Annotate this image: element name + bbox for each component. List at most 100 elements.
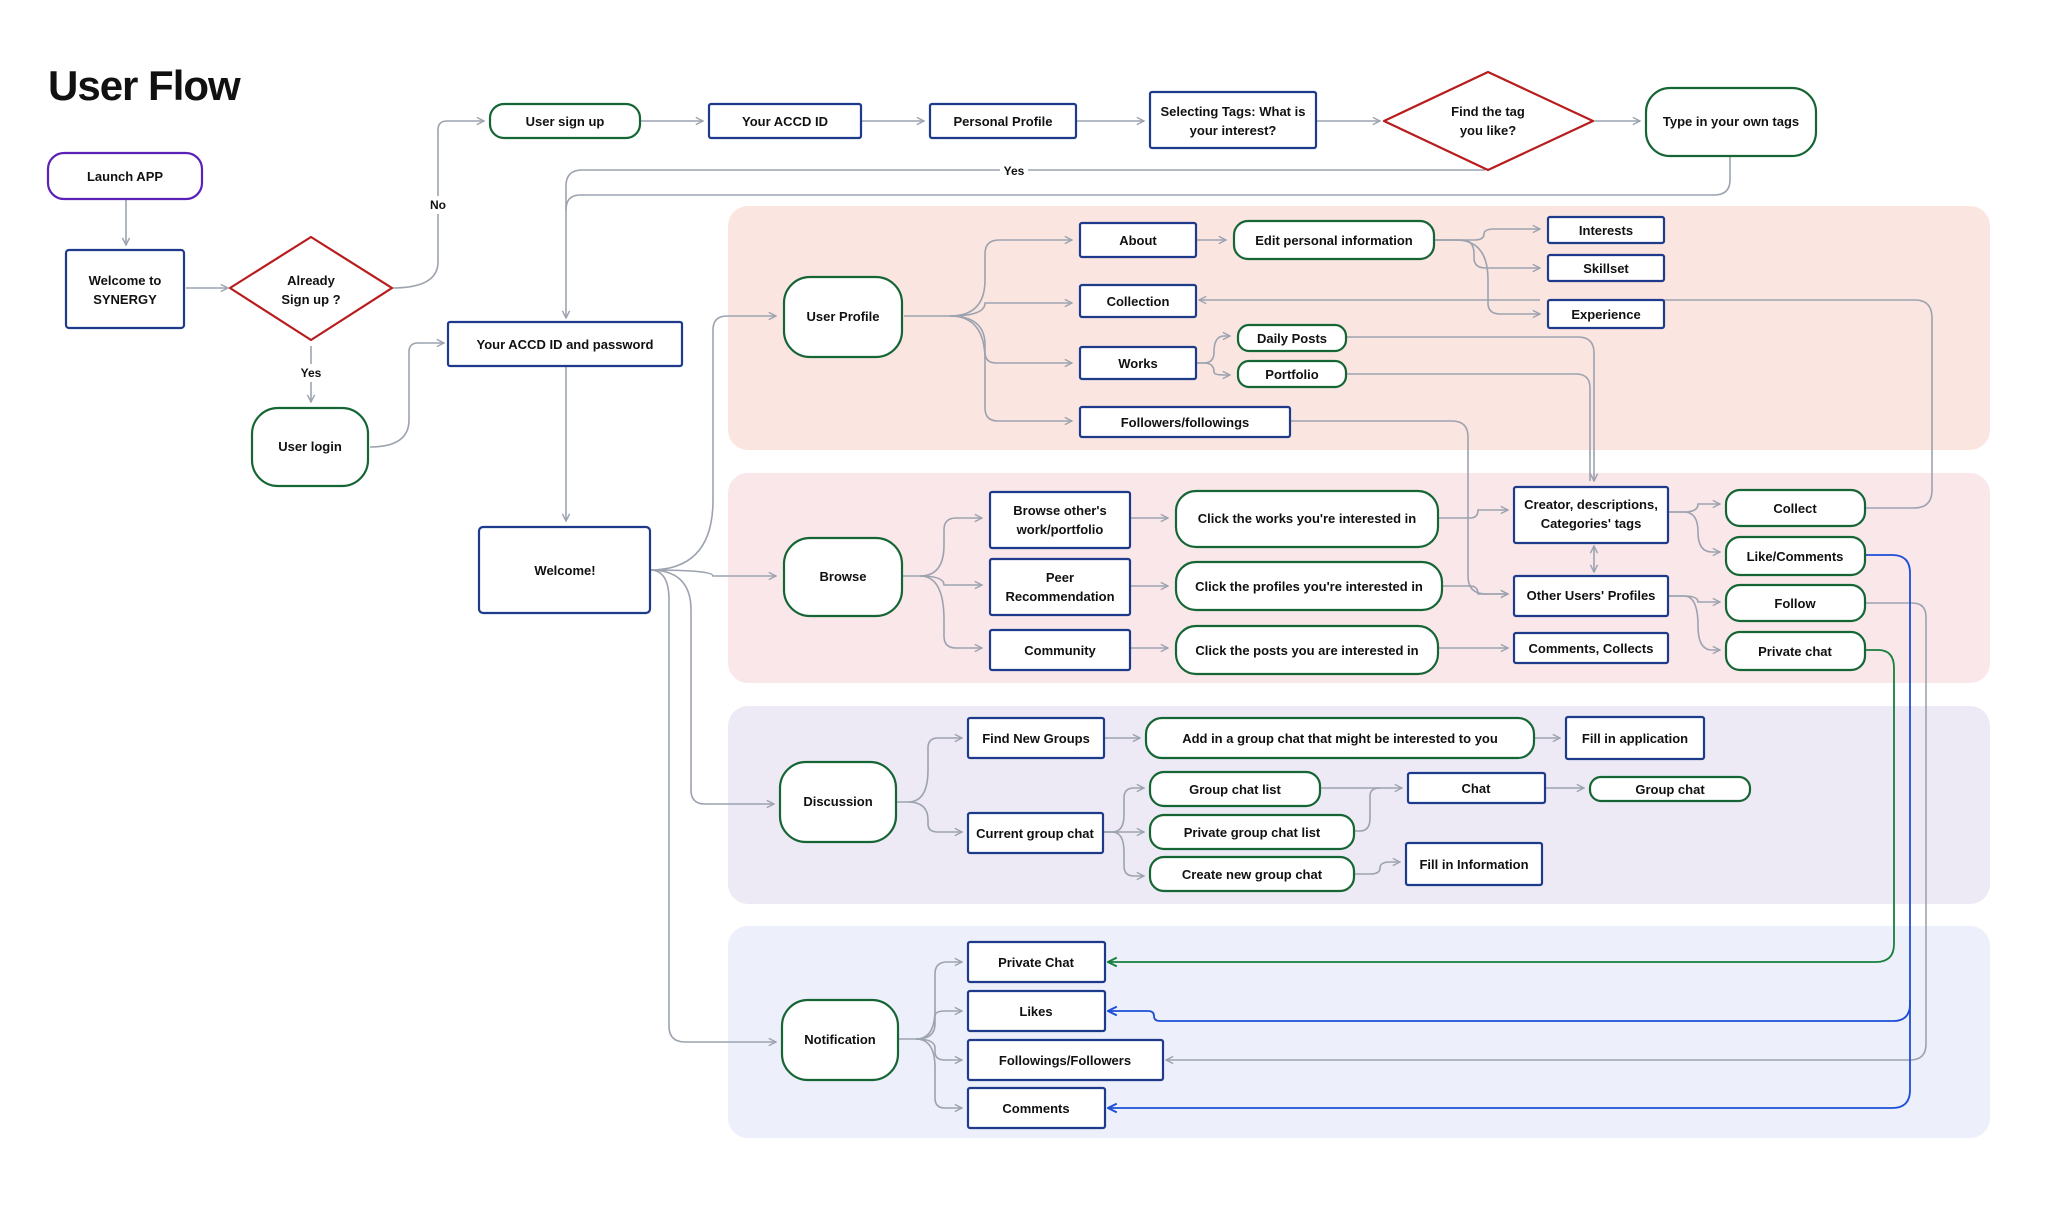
collection-node[interactable] <box>1078 283 1198 319</box>
edge-login-password <box>369 343 444 448</box>
browse-node[interactable] <box>782 536 904 618</box>
selecting-tags-label-1: Selecting Tags: What is <box>1161 104 1306 119</box>
type-own-tags-label: Type in your own tags <box>1663 114 1799 129</box>
edit-personal-info-label: Edit personal information <box>1255 233 1413 248</box>
label-yes-signup: Yes <box>301 366 322 380</box>
edge-welcome-userprofile <box>649 316 776 571</box>
edge-up-about <box>904 240 1072 317</box>
portfolio-node[interactable] <box>1236 359 1348 389</box>
add-group-chat-label: Add in a group chat that might be intere… <box>1182 731 1498 746</box>
find-new-groups-label: Find New Groups <box>982 731 1090 746</box>
likes-node[interactable] <box>966 989 1107 1033</box>
edge-welcome-browse <box>649 569 776 576</box>
create-group-chat-label: Create new group chat <box>1182 867 1323 882</box>
user-signup-node[interactable] <box>488 102 642 140</box>
peer-recommendation-label-2: Recommendation <box>1005 589 1114 604</box>
works-node[interactable] <box>1078 345 1198 381</box>
browse-others-node[interactable] <box>988 490 1132 550</box>
user-profile-node[interactable] <box>782 275 904 359</box>
welcome-synergy-label-2: SYNERGY <box>93 292 157 307</box>
skillset-node[interactable] <box>1546 253 1666 283</box>
comments-collects-label: Comments, Collects <box>1529 641 1654 656</box>
find-tag-label-2: you like? <box>1460 123 1516 138</box>
type-own-tags-node[interactable] <box>1644 86 1818 158</box>
click-posts-label: Click the posts you are interested in <box>1195 643 1418 658</box>
daily-posts-node[interactable] <box>1236 323 1348 353</box>
your-accd-id-node <box>707 102 863 140</box>
selecting-tags-node <box>1148 90 1318 150</box>
edge-edit-experience <box>1433 239 1540 314</box>
already-signup-decision <box>228 235 394 342</box>
about-node[interactable] <box>1078 221 1198 259</box>
edge-daily-creator <box>1346 336 1594 481</box>
page-title: User Flow <box>48 62 241 109</box>
accd-id-password-node[interactable] <box>446 320 684 368</box>
edge-works-portfolio <box>1195 362 1230 375</box>
chat-label: Chat <box>1462 781 1492 796</box>
create-group-chat-node[interactable] <box>1148 855 1356 893</box>
edge-welcome-notification <box>649 569 776 1042</box>
followers-followings-node[interactable] <box>1078 405 1292 439</box>
launch-app-node[interactable] <box>46 151 204 201</box>
band-notification <box>728 926 1990 1138</box>
click-works-node[interactable] <box>1174 489 1440 549</box>
launch-app-label: Launch APP <box>87 169 163 184</box>
private-group-chat-list-node[interactable] <box>1148 813 1356 851</box>
edge-clickprofiles-other <box>1441 585 1508 594</box>
likes-label: Likes <box>1019 1004 1052 1019</box>
community-node[interactable] <box>988 628 1132 672</box>
other-profiles-node[interactable] <box>1512 574 1670 618</box>
fill-application-node[interactable] <box>1564 715 1706 761</box>
find-new-groups-node[interactable] <box>966 716 1106 760</box>
already-signup-label-1: Already <box>287 273 335 288</box>
comments-collects-node[interactable] <box>1512 631 1670 665</box>
interests-node[interactable] <box>1546 215 1666 245</box>
creator-tags-label-2: Categories' tags <box>1541 516 1642 531</box>
peer-recommendation-label-1: Peer <box>1046 570 1074 585</box>
click-posts-node[interactable] <box>1174 624 1440 676</box>
like-comments-button-node[interactable] <box>1724 535 1867 577</box>
group-chat-node[interactable] <box>1588 775 1752 803</box>
edge-works-daily <box>1195 336 1230 364</box>
edge-other-private <box>1668 595 1720 650</box>
experience-node[interactable] <box>1546 298 1666 330</box>
click-profiles-node[interactable] <box>1174 560 1444 612</box>
creator-tags-label-1: Creator, descriptions, <box>1524 497 1658 512</box>
portfolio-label: Portfolio <box>1265 367 1318 382</box>
comments-node[interactable] <box>966 1086 1107 1130</box>
followings-followers-node[interactable] <box>966 1038 1165 1082</box>
chat-node[interactable] <box>1406 771 1547 805</box>
notif-private-chat-node[interactable] <box>966 940 1107 984</box>
follow-button-node[interactable] <box>1724 583 1867 623</box>
edge-follow-followings <box>1166 602 1927 1060</box>
notification-node[interactable] <box>780 998 900 1082</box>
works-label: Works <box>1118 356 1158 371</box>
edit-personal-info-node[interactable] <box>1232 219 1436 261</box>
accd-id-password-label: Your ACCD ID and password <box>477 337 654 352</box>
like-comments-label: Like/Comments <box>1747 549 1844 564</box>
private-chat-button-node[interactable] <box>1724 630 1867 672</box>
discussion-node[interactable] <box>778 760 898 844</box>
current-group-chat-label: Current group chat <box>976 826 1094 841</box>
add-group-chat-node[interactable] <box>1144 716 1536 760</box>
edge-portfolio-creator <box>1346 373 1591 481</box>
group-chat-list-node[interactable] <box>1148 770 1322 808</box>
peer-recommendation-node[interactable] <box>988 557 1132 617</box>
collect-label: Collect <box>1773 501 1817 516</box>
followers-followings-label: Followers/followings <box>1121 415 1250 430</box>
edge-privatechat-notif <box>1108 649 1895 962</box>
fill-information-node[interactable] <box>1404 841 1544 887</box>
community-label: Community <box>1024 643 1096 658</box>
edge-find-yes <box>566 169 1485 318</box>
user-profile-label: User Profile <box>807 309 880 324</box>
user-login-node[interactable] <box>250 406 370 488</box>
about-label: About <box>1119 233 1157 248</box>
follow-label: Follow <box>1774 596 1816 611</box>
current-group-chat-node[interactable] <box>966 811 1105 855</box>
browse-others-label-1: Browse other's <box>1013 503 1106 518</box>
personal-profile-label: Personal Profile <box>954 114 1053 129</box>
collect-button-node[interactable] <box>1724 488 1867 528</box>
edge-notif-comments <box>915 1038 962 1108</box>
private-chat-browse-label: Private chat <box>1758 644 1832 659</box>
